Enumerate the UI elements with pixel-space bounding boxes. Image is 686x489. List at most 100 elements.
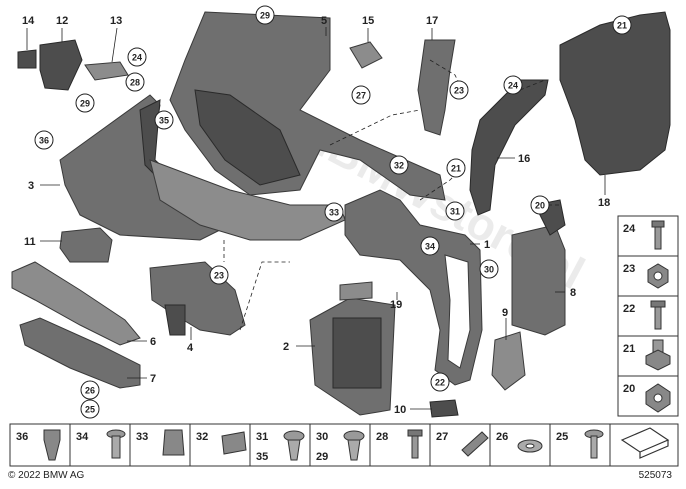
label-18: 18: [598, 197, 610, 209]
label-7: 7: [150, 373, 156, 385]
nut-23-icon: [647, 263, 669, 289]
svg-text:25: 25: [85, 405, 95, 415]
label-5: 5: [321, 15, 327, 27]
svg-text:29: 29: [260, 11, 270, 21]
diagram-number: 525073: [639, 470, 673, 481]
bottom-label-28: 28: [376, 431, 388, 443]
svg-text:31: 31: [450, 207, 460, 217]
clip-33-icon: [162, 429, 185, 456]
callout-31: 31: [445, 201, 465, 221]
svg-text:23: 23: [454, 86, 464, 96]
side-cell-22: [617, 295, 679, 337]
bottom-label-25: 25: [556, 431, 568, 443]
svg-text:28: 28: [130, 78, 140, 88]
bottom-label-35: 35: [256, 451, 268, 463]
callout-28: 28: [125, 72, 145, 92]
callout-33: 33: [324, 202, 344, 222]
part-5-inner-surface: [194, 89, 301, 186]
side-label-21: 21: [623, 343, 635, 355]
svg-text:26: 26: [85, 386, 95, 396]
callout-22-mid: 22: [430, 372, 450, 392]
svg-text:34: 34: [425, 242, 435, 252]
side-label-22: 22: [623, 303, 635, 315]
part-12-bracket: [39, 39, 83, 91]
clip-36-icon: [43, 429, 61, 461]
label-1: 1: [484, 239, 490, 251]
bottom-label-33: 33: [136, 431, 148, 443]
label-19: 19: [390, 299, 402, 311]
part-2-net: [332, 317, 382, 389]
label-10: 10: [394, 404, 406, 416]
part-6-trim-strip: [11, 261, 141, 346]
part-7-trim-strip: [19, 317, 141, 389]
callout-24-top: 24: [127, 47, 147, 67]
side-column: 24 23 22 21 20: [617, 215, 679, 417]
label-12: 12: [56, 15, 68, 27]
callout-21-mid: 21: [446, 158, 466, 178]
part-11-cover: [59, 227, 113, 263]
washer-26-icon: [517, 439, 543, 453]
direction-arrow-icon: [620, 427, 670, 459]
callout-21-top: 21: [612, 15, 632, 35]
bottom-label-32: 32: [196, 431, 208, 443]
callout-36: 36: [34, 130, 54, 150]
label-11: 11: [24, 236, 36, 248]
callout-24-right: 24: [503, 75, 523, 95]
bottom-cell-30: [309, 423, 371, 467]
label-16: 16: [518, 153, 530, 165]
part-1-opening: [444, 254, 471, 369]
svg-text:22: 22: [435, 378, 445, 388]
part-16-rail: [469, 79, 549, 216]
clip-27-icon: [461, 431, 489, 457]
rivet-34-icon: [106, 429, 126, 459]
callout-23-top: 23: [449, 80, 469, 100]
screw-25-icon: [584, 429, 604, 459]
callout-35: 35: [154, 110, 174, 130]
callout-20-top: 20: [530, 195, 550, 215]
rivet-30-icon: [343, 430, 365, 461]
part-14-clip: [17, 49, 37, 69]
part-8-panel: [511, 224, 566, 336]
svg-text:24: 24: [508, 81, 518, 91]
side-cell-24: [617, 215, 679, 257]
part-18-side-cover: [559, 11, 671, 176]
screw-24-icon: [651, 220, 665, 250]
part-1-frame: [344, 189, 483, 386]
side-label-24: 24: [623, 223, 636, 235]
svg-text:27: 27: [356, 91, 366, 101]
label-17: 17: [426, 15, 438, 27]
dash-line-3: [239, 261, 290, 331]
svg-text:21: 21: [451, 164, 461, 174]
bottom-label-31: 31: [256, 431, 268, 443]
part-15-clip: [349, 41, 383, 69]
side-label-23: 23: [623, 263, 635, 275]
side-label-20: 20: [623, 383, 635, 395]
svg-text:21: 21: [617, 21, 627, 31]
bottom-row: 36 34 33 32 31 35 30 29 28 27 26 25: [9, 423, 679, 467]
part-23-lower-trim: [149, 159, 346, 241]
label-15: 15: [362, 15, 374, 27]
svg-text:20: 20: [535, 201, 545, 211]
bottom-label-26: 26: [496, 431, 508, 443]
label-3: 3: [28, 180, 34, 192]
dash-line-6: [519, 79, 546, 91]
lead-lines: [26, 27, 606, 410]
circled-callouts: 24 28 29 35 36 29 27 21 23 24 21 32 33 3…: [34, 5, 632, 419]
copyright: © 2022 BMW AG: [8, 470, 85, 481]
svg-text:33: 33: [329, 208, 339, 218]
svg-text:30: 30: [484, 265, 494, 275]
bottom-label-30: 30: [316, 431, 328, 443]
label-14: 14: [22, 15, 35, 27]
screw-22-icon: [650, 300, 666, 330]
callout-30: 30: [479, 259, 499, 279]
callout-27: 27: [351, 85, 371, 105]
svg-text:32: 32: [394, 161, 404, 171]
svg-text:36: 36: [39, 136, 49, 146]
callout-29-left: 29: [75, 93, 95, 113]
nut-20-icon: [645, 383, 671, 413]
part-13-bracket: [84, 61, 129, 81]
part-numbers: 14 12 13 5 15 17 3 11 6 7 4 2 1 8 9 10 1…: [22, 15, 610, 416]
rivet-31-icon: [283, 430, 305, 461]
callout-26: 26: [80, 380, 100, 400]
